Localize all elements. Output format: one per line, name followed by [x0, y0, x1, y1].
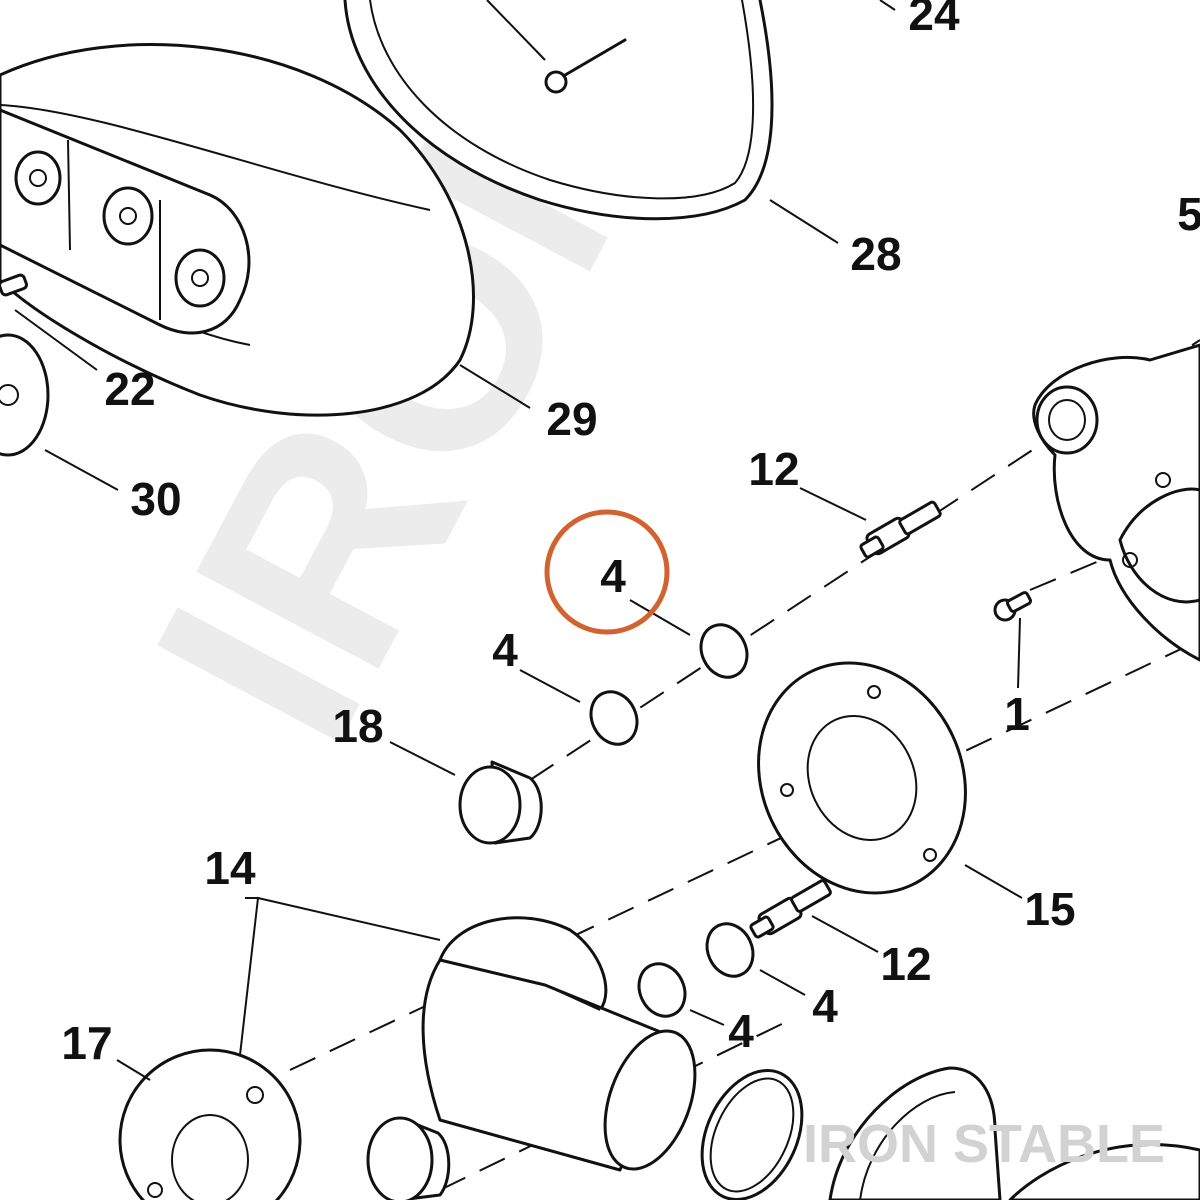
highlight-label: 4	[600, 550, 626, 602]
callout-5: 5	[1177, 188, 1200, 240]
part-4-orings-upper	[589, 623, 749, 746]
axis-line-lower	[289, 639, 1200, 1071]
callout-1: 1	[1004, 688, 1030, 740]
highlighted-callout-4: 4	[544, 509, 670, 635]
oring-a	[699, 623, 749, 679]
callout-18: 18	[332, 700, 383, 752]
callout-15: 15	[1024, 883, 1075, 935]
oring-d	[637, 962, 687, 1018]
part-12-stud-upper	[859, 500, 942, 559]
callout-labels: 24 28 5 22 29 30 12 4 18 1 14 15 12 4 4 …	[61, 0, 1200, 1069]
lower-plug	[366, 1116, 451, 1200]
part-28-band	[343, 0, 774, 221]
callout-17: 17	[61, 1017, 112, 1069]
leader-lines	[14, 0, 1023, 1081]
oring-b	[589, 690, 639, 746]
callout-29: 29	[546, 393, 597, 445]
part-15-gasket	[757, 661, 967, 895]
part-22-screw	[0, 273, 28, 297]
long-bolt	[544, 38, 627, 94]
highlight-ring	[544, 509, 670, 635]
part-1-screw	[993, 591, 1032, 622]
part-5-housing	[1032, 343, 1200, 662]
callout-14: 14	[204, 842, 256, 894]
callout-24: 24	[908, 0, 960, 40]
brand-watermark: IRON STABLE	[803, 1114, 1165, 1174]
callout-12-upper: 12	[748, 443, 799, 495]
part-4-orings-lower	[637, 922, 755, 1018]
part-12-stud-lower	[749, 879, 832, 939]
callout-28: 28	[850, 228, 901, 280]
callout-30: 30	[130, 473, 181, 525]
callout-22: 22	[104, 363, 155, 415]
part-18-plug	[458, 760, 543, 845]
part-14-elbow	[421, 916, 697, 1172]
oring-c	[705, 922, 755, 978]
part-17-flange	[118, 1048, 302, 1200]
part-29-cover	[0, 43, 475, 417]
part-30-cap	[0, 333, 50, 457]
callout-4-oring-b: 4	[492, 624, 518, 676]
hose-clamp	[700, 1069, 804, 1200]
callout-4-oring-d: 4	[728, 1005, 754, 1057]
lower-right-disc	[828, 1066, 1200, 1200]
callout-12-lower: 12	[880, 938, 931, 990]
callout-4-oring-c: 4	[812, 980, 838, 1032]
